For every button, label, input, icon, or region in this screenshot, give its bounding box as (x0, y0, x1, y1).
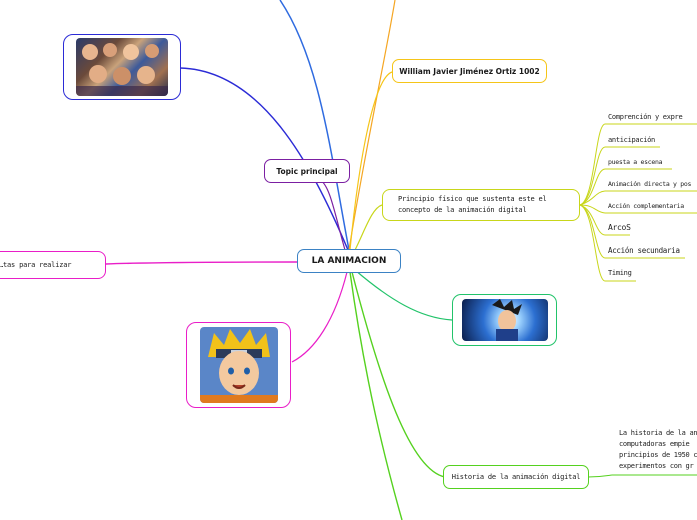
principle-label-line2: concepto de la animación digital (398, 206, 527, 214)
link-history (351, 271, 446, 478)
link-naruto (291, 271, 348, 363)
link-tools (105, 261, 298, 265)
author-label: William Javier Jiménez Ortiz 1002 (399, 66, 540, 76)
principle-label-line1: Principio físico que sustenta este el (398, 195, 547, 203)
history-note-line-4: experimentos con gr (619, 462, 694, 470)
link-top-blue (279, 0, 350, 251)
naruto-node[interactable] (186, 322, 291, 408)
history-node[interactable]: Historia de la animación digital (443, 465, 589, 489)
link-top-orange (348, 0, 396, 251)
goku-image (461, 299, 548, 341)
history-note: La historia de la ani computadoras empie… (619, 428, 697, 472)
principle-child-2[interactable]: anticipación (608, 136, 655, 144)
principle-child-4[interactable]: Animación directa y pos (608, 180, 692, 188)
topic-principal-node[interactable]: Topic principal (264, 159, 350, 183)
topic-principal-label: Topic principal (276, 166, 338, 176)
history-label: Historia de la animación digital (451, 472, 581, 481)
link-goku (354, 269, 453, 321)
central-label: LA ANIMACION (311, 255, 387, 266)
principle-node[interactable]: Principio físico que sustenta este el co… (382, 189, 580, 221)
principle-child-7[interactable]: Acción secundaria (608, 246, 680, 255)
principle-child-3[interactable]: puesta a escena (608, 158, 663, 166)
principle-child-6[interactable]: ArcoS (608, 223, 631, 232)
anime-group-node[interactable] (63, 34, 181, 100)
history-note-line-1: La historia de la ani (619, 429, 697, 437)
principle-child-5[interactable]: Acción complementaria (608, 202, 684, 210)
goku-node[interactable] (452, 294, 557, 346)
anime-group-image (76, 38, 168, 96)
link-bottom-green (349, 271, 403, 520)
author-node[interactable]: William Javier Jiménez Ortiz 1002 (392, 59, 547, 83)
link-principle (354, 204, 383, 251)
link-anime-image (179, 67, 349, 251)
central-node[interactable]: LA ANIMACION (297, 249, 401, 273)
tools-node[interactable]: …tas para realizar (0, 251, 106, 279)
tools-label: …tas para realizar (0, 260, 72, 269)
history-note-line-3: principios de 1950 co (619, 451, 697, 459)
principle-child-8[interactable]: Timing (608, 269, 632, 277)
link-author (349, 71, 393, 251)
naruto-image (199, 327, 278, 403)
history-note-line-2: computadoras empie (619, 440, 690, 448)
principle-child-1[interactable]: Comprención y expre (608, 113, 683, 121)
